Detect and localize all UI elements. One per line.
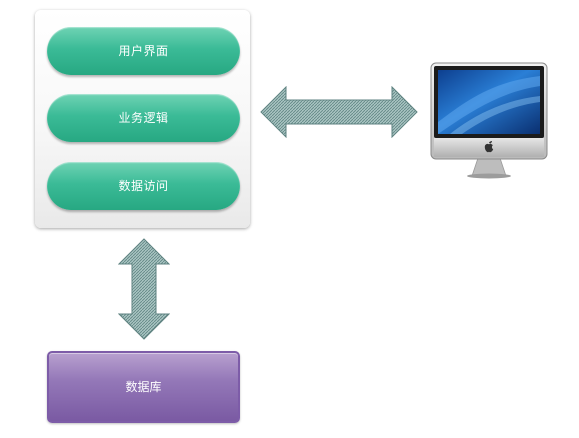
layer-user-interface: 用户界面 — [47, 27, 240, 75]
layer-business-logic: 业务逻辑 — [47, 94, 240, 142]
computer-monitor-icon — [430, 62, 548, 179]
application-layers-panel: 用户界面 业务逻辑 数据访问 — [35, 10, 250, 228]
double-arrow-horizontal-icon — [260, 86, 418, 138]
layer-data-access: 数据访问 — [47, 162, 240, 210]
apple-logo-icon — [484, 141, 494, 153]
double-arrow-vertical-icon — [118, 238, 170, 340]
database-box: 数据库 — [47, 351, 240, 423]
